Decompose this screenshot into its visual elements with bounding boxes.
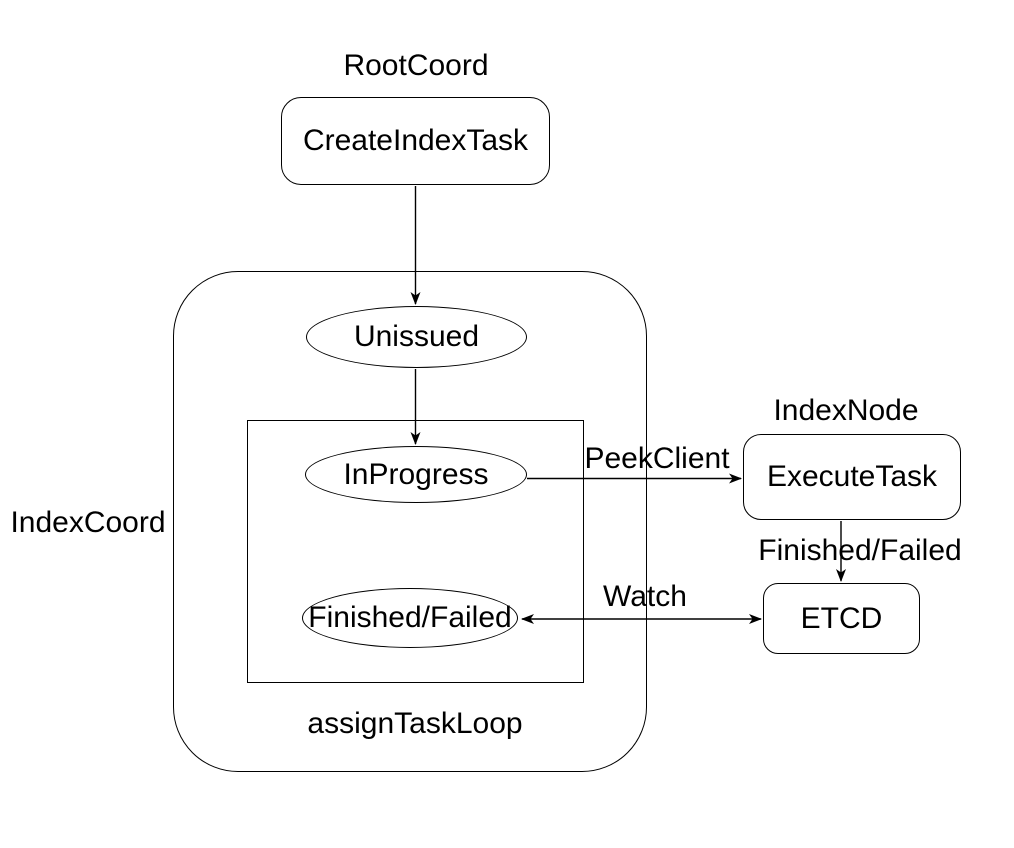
- finished-failed-label: Finished/Failed: [308, 601, 512, 634]
- etcd-label: ETCD: [800, 601, 883, 635]
- assign-task-loop-label: assignTaskLoop: [307, 706, 523, 740]
- watch-edge-label: Watch: [603, 579, 687, 613]
- unissued-state-node: Unissued: [306, 306, 527, 368]
- unissued-label: Unissued: [353, 320, 480, 353]
- in-progress-state-node: InProgress: [305, 446, 527, 503]
- etcd-node: ETCD: [763, 583, 920, 654]
- create-index-task-node: CreateIndexTask: [281, 97, 550, 185]
- execute-task-label: ExecuteTask: [766, 460, 938, 493]
- index-coord-container: [173, 271, 647, 772]
- create-index-task-label: CreateIndexTask: [302, 124, 529, 157]
- finished-failed-state-node: Finished/Failed: [302, 588, 518, 648]
- index-coord-label: IndexCoord: [10, 505, 166, 539]
- in-progress-label: InProgress: [343, 457, 489, 491]
- root-coord-label: RootCoord: [343, 48, 489, 82]
- peek-client-edge-label: PeekClient: [584, 441, 730, 475]
- execute-task-node: ExecuteTask: [743, 434, 961, 520]
- index-node-label: IndexNode: [773, 393, 919, 427]
- finished-failed-edge-label: Finished/Failed: [758, 533, 962, 567]
